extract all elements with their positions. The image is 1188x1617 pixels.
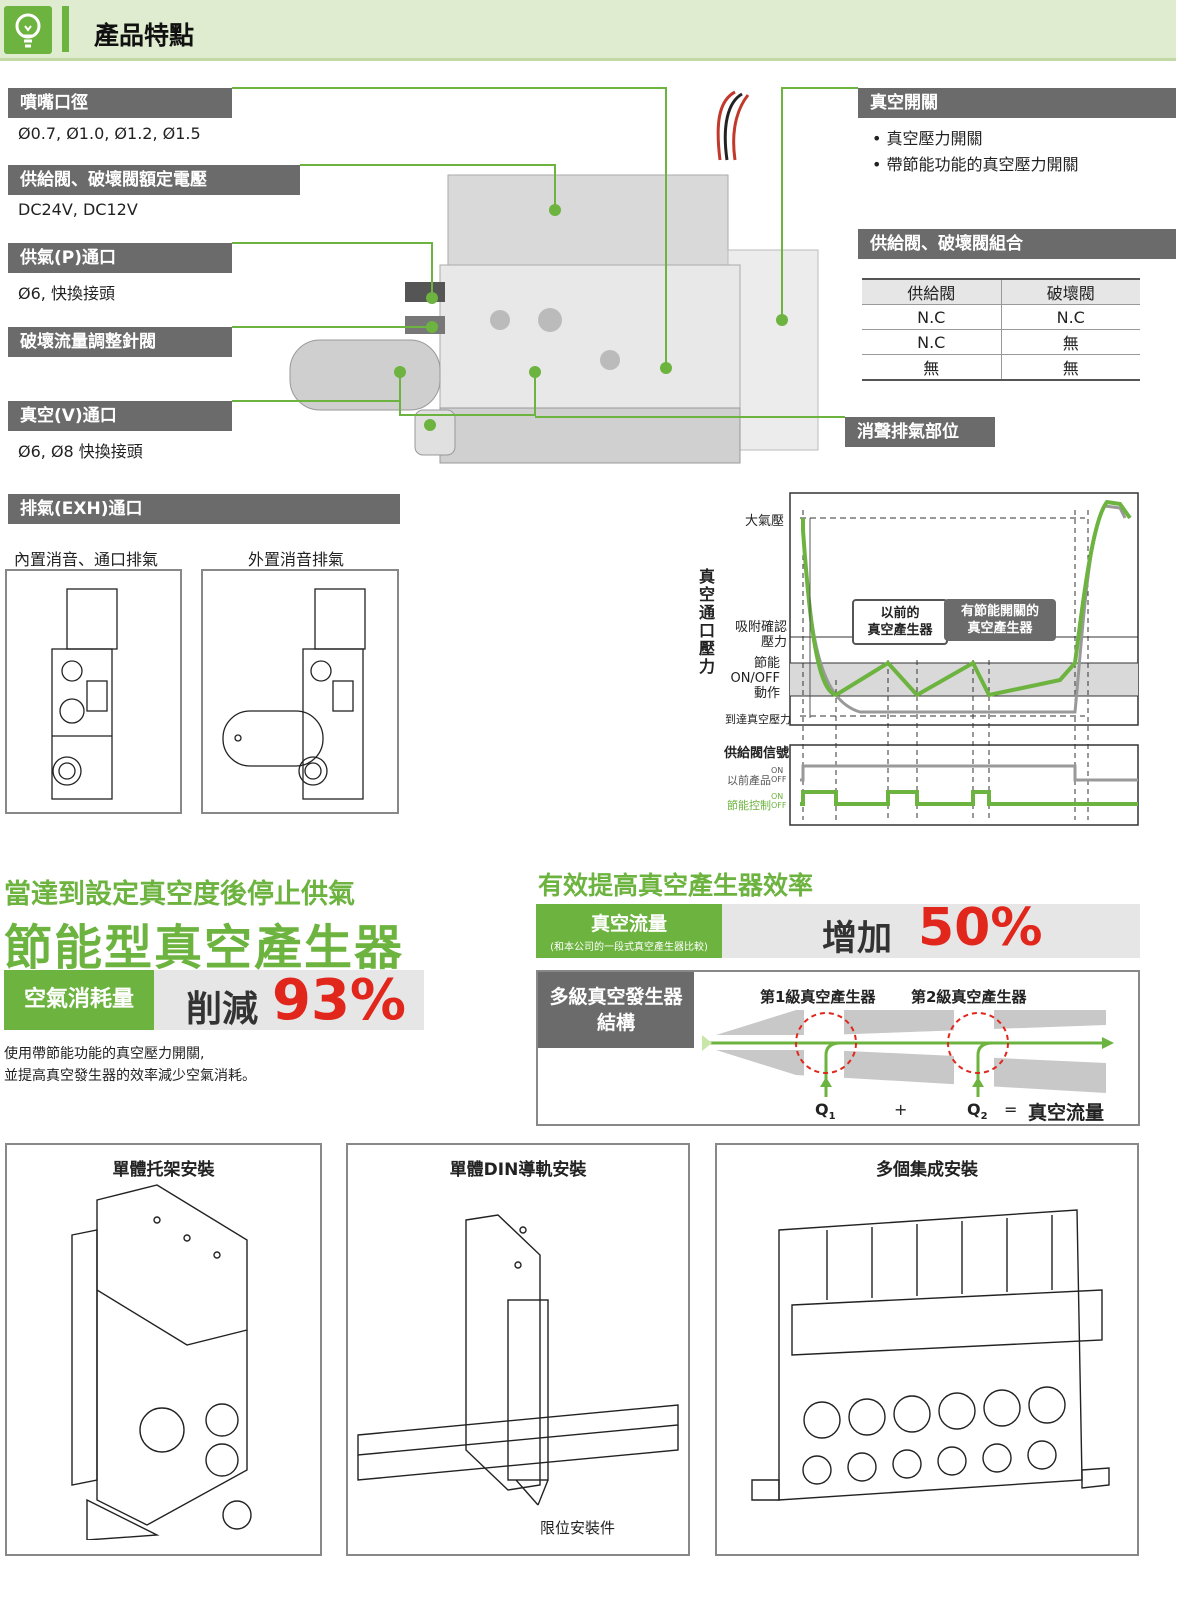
signal-new-label: 節能控制 (727, 799, 771, 812)
vacuum-switch-item-1: • 真空壓力開關 (872, 129, 983, 148)
combo-cell: 無 (1001, 354, 1140, 381)
mount-din-panel: 單體DIN導軌安裝 限位安裝件 (346, 1143, 690, 1556)
combo-cell: 無 (1001, 329, 1140, 355)
mount-din-drawing (357, 1214, 679, 1506)
level-reach: 到達真空壓力 (725, 713, 791, 726)
energy-subtitle: 當達到設定真空度後停止供氣 (4, 879, 355, 910)
signal-title: 供給閥信號 (724, 746, 790, 761)
voltage-label: 供給閥、破壞閥額定電壓 (8, 165, 300, 195)
mount-manifold-panel: 多個集成安裝 (715, 1143, 1139, 1556)
energy-metric-action: 削減 (186, 989, 259, 1030)
mount-manifold-title: 多個集成安裝 (876, 1160, 978, 1180)
table-row: N.C N.C (862, 304, 1140, 330)
valve-combo-table: 供給閥 破壞閥 N.C N.C N.C 無 無 無 (862, 278, 1140, 381)
vacuum-generator-drawing (289, 90, 819, 464)
plus-sign: + (894, 1100, 908, 1119)
exhaust-internal-figure (5, 569, 182, 814)
exhaust-label: 排氣(EXH)通口 (8, 494, 400, 524)
supply-port-value: Ø6, 快換接頭 (18, 284, 115, 303)
mount-bracket-drawing (71, 1184, 252, 1541)
mount-bracket-title: 單體托架安裝 (112, 1160, 215, 1180)
exhaust-option-external: 外置消音排氣 (248, 550, 345, 569)
mount-manifold-drawing (751, 1209, 1110, 1501)
din-callout-label: 限位安裝件 (540, 1519, 616, 1537)
combo-cell: N.C (1001, 304, 1140, 330)
combo-cell: 無 (862, 354, 1002, 381)
equals-sign: = (1004, 1100, 1018, 1119)
stage1-label: 第1級真空產生器 (760, 988, 876, 1006)
exhaust-option-internal: 內置消音、通口排氣 (14, 550, 159, 569)
multistage-label: 多級真空發生器結構 (538, 972, 694, 1048)
nozzle-label: 噴嘴口徑 (8, 88, 232, 118)
chart-y-axis-label: 真空通口壓力 (698, 567, 715, 676)
combo-col-supply: 供給閥 (862, 278, 1002, 305)
multistage-box (536, 970, 1140, 1126)
level-confirm: 吸附確認壓力 (734, 620, 787, 650)
flow-action: 增加 (822, 919, 893, 959)
result-label: 真空流量 (1028, 1102, 1105, 1124)
flow-note: (和本公司的一段式真空產生器比較) (550, 942, 708, 953)
flow-label: 真空流量 (590, 913, 667, 935)
valve-combo-label: 供給閥、破壞閥組合 (858, 229, 1176, 259)
vacuum-switch-item-2: • 帶節能功能的真空壓力開關 (872, 155, 1079, 174)
callout-old-generator: 以前的真空產生器 (852, 599, 948, 645)
table-row: N.C 無 (862, 329, 1140, 355)
level-atmosphere: 大氣壓 (745, 514, 785, 529)
header-accent-bar (62, 6, 69, 52)
mount-din-title: 單體DIN導軌安裝 (449, 1160, 587, 1180)
q1-label: Q1 (815, 1100, 836, 1123)
product-illustration (232, 87, 858, 464)
section-header (0, 0, 1176, 61)
vacuum-switch-label: 真空開關 (858, 88, 1176, 118)
mount-bracket-panel: 單體托架安裝 (5, 1143, 322, 1556)
callout-new-generator: 有節能開關的真空產生器 (944, 599, 1056, 641)
timing-chart (789, 492, 1139, 826)
vacuum-port-label: 真空(V)通口 (8, 401, 232, 431)
supply-port-label: 供氣(P)通口 (8, 243, 232, 273)
vacuum-port-value: Ø6, Ø8 快換接頭 (18, 442, 143, 461)
lightbulb-icon (4, 6, 52, 54)
multistage-diagram (702, 1005, 1114, 1097)
combo-cell: N.C (862, 304, 1002, 330)
energy-title: 節能型真空產生器 (4, 920, 405, 976)
combo-cell: N.C (862, 329, 1002, 355)
needle-valve-label: 破壞流量調整針閥 (8, 327, 232, 357)
energy-note: 使用帶節能功能的真空壓力開關,並提高真空發生器的效率減少空氣消耗。 (4, 1046, 256, 1084)
flow-value: 50% (918, 898, 1043, 958)
exhaust-external-figure (201, 569, 399, 814)
energy-metric-value: 93% (272, 968, 407, 1033)
table-row: 無 無 (862, 354, 1140, 381)
q2-label: Q2 (967, 1100, 988, 1123)
nozzle-value: Ø0.7, Ø1.0, Ø1.2, Ø1.5 (18, 124, 201, 143)
voltage-value: DC24V, DC12V (18, 200, 138, 219)
flow-label-box: 真空流量 (和本公司的一段式真空產生器比較) (536, 904, 722, 958)
energy-metric-label: 空氣消耗量 (4, 970, 154, 1030)
silencer-label: 消聲排氣部位 (845, 417, 995, 447)
efficiency-title: 有效提高真空產生器效率 (538, 871, 814, 900)
combo-col-break: 破壞閥 (1001, 278, 1140, 305)
stage2-label: 第2級真空產生器 (911, 988, 1027, 1006)
leader-lines (232, 87, 858, 418)
signal-old-label: 以前產品 (727, 774, 771, 787)
page-title: 產品特點 (94, 21, 195, 50)
